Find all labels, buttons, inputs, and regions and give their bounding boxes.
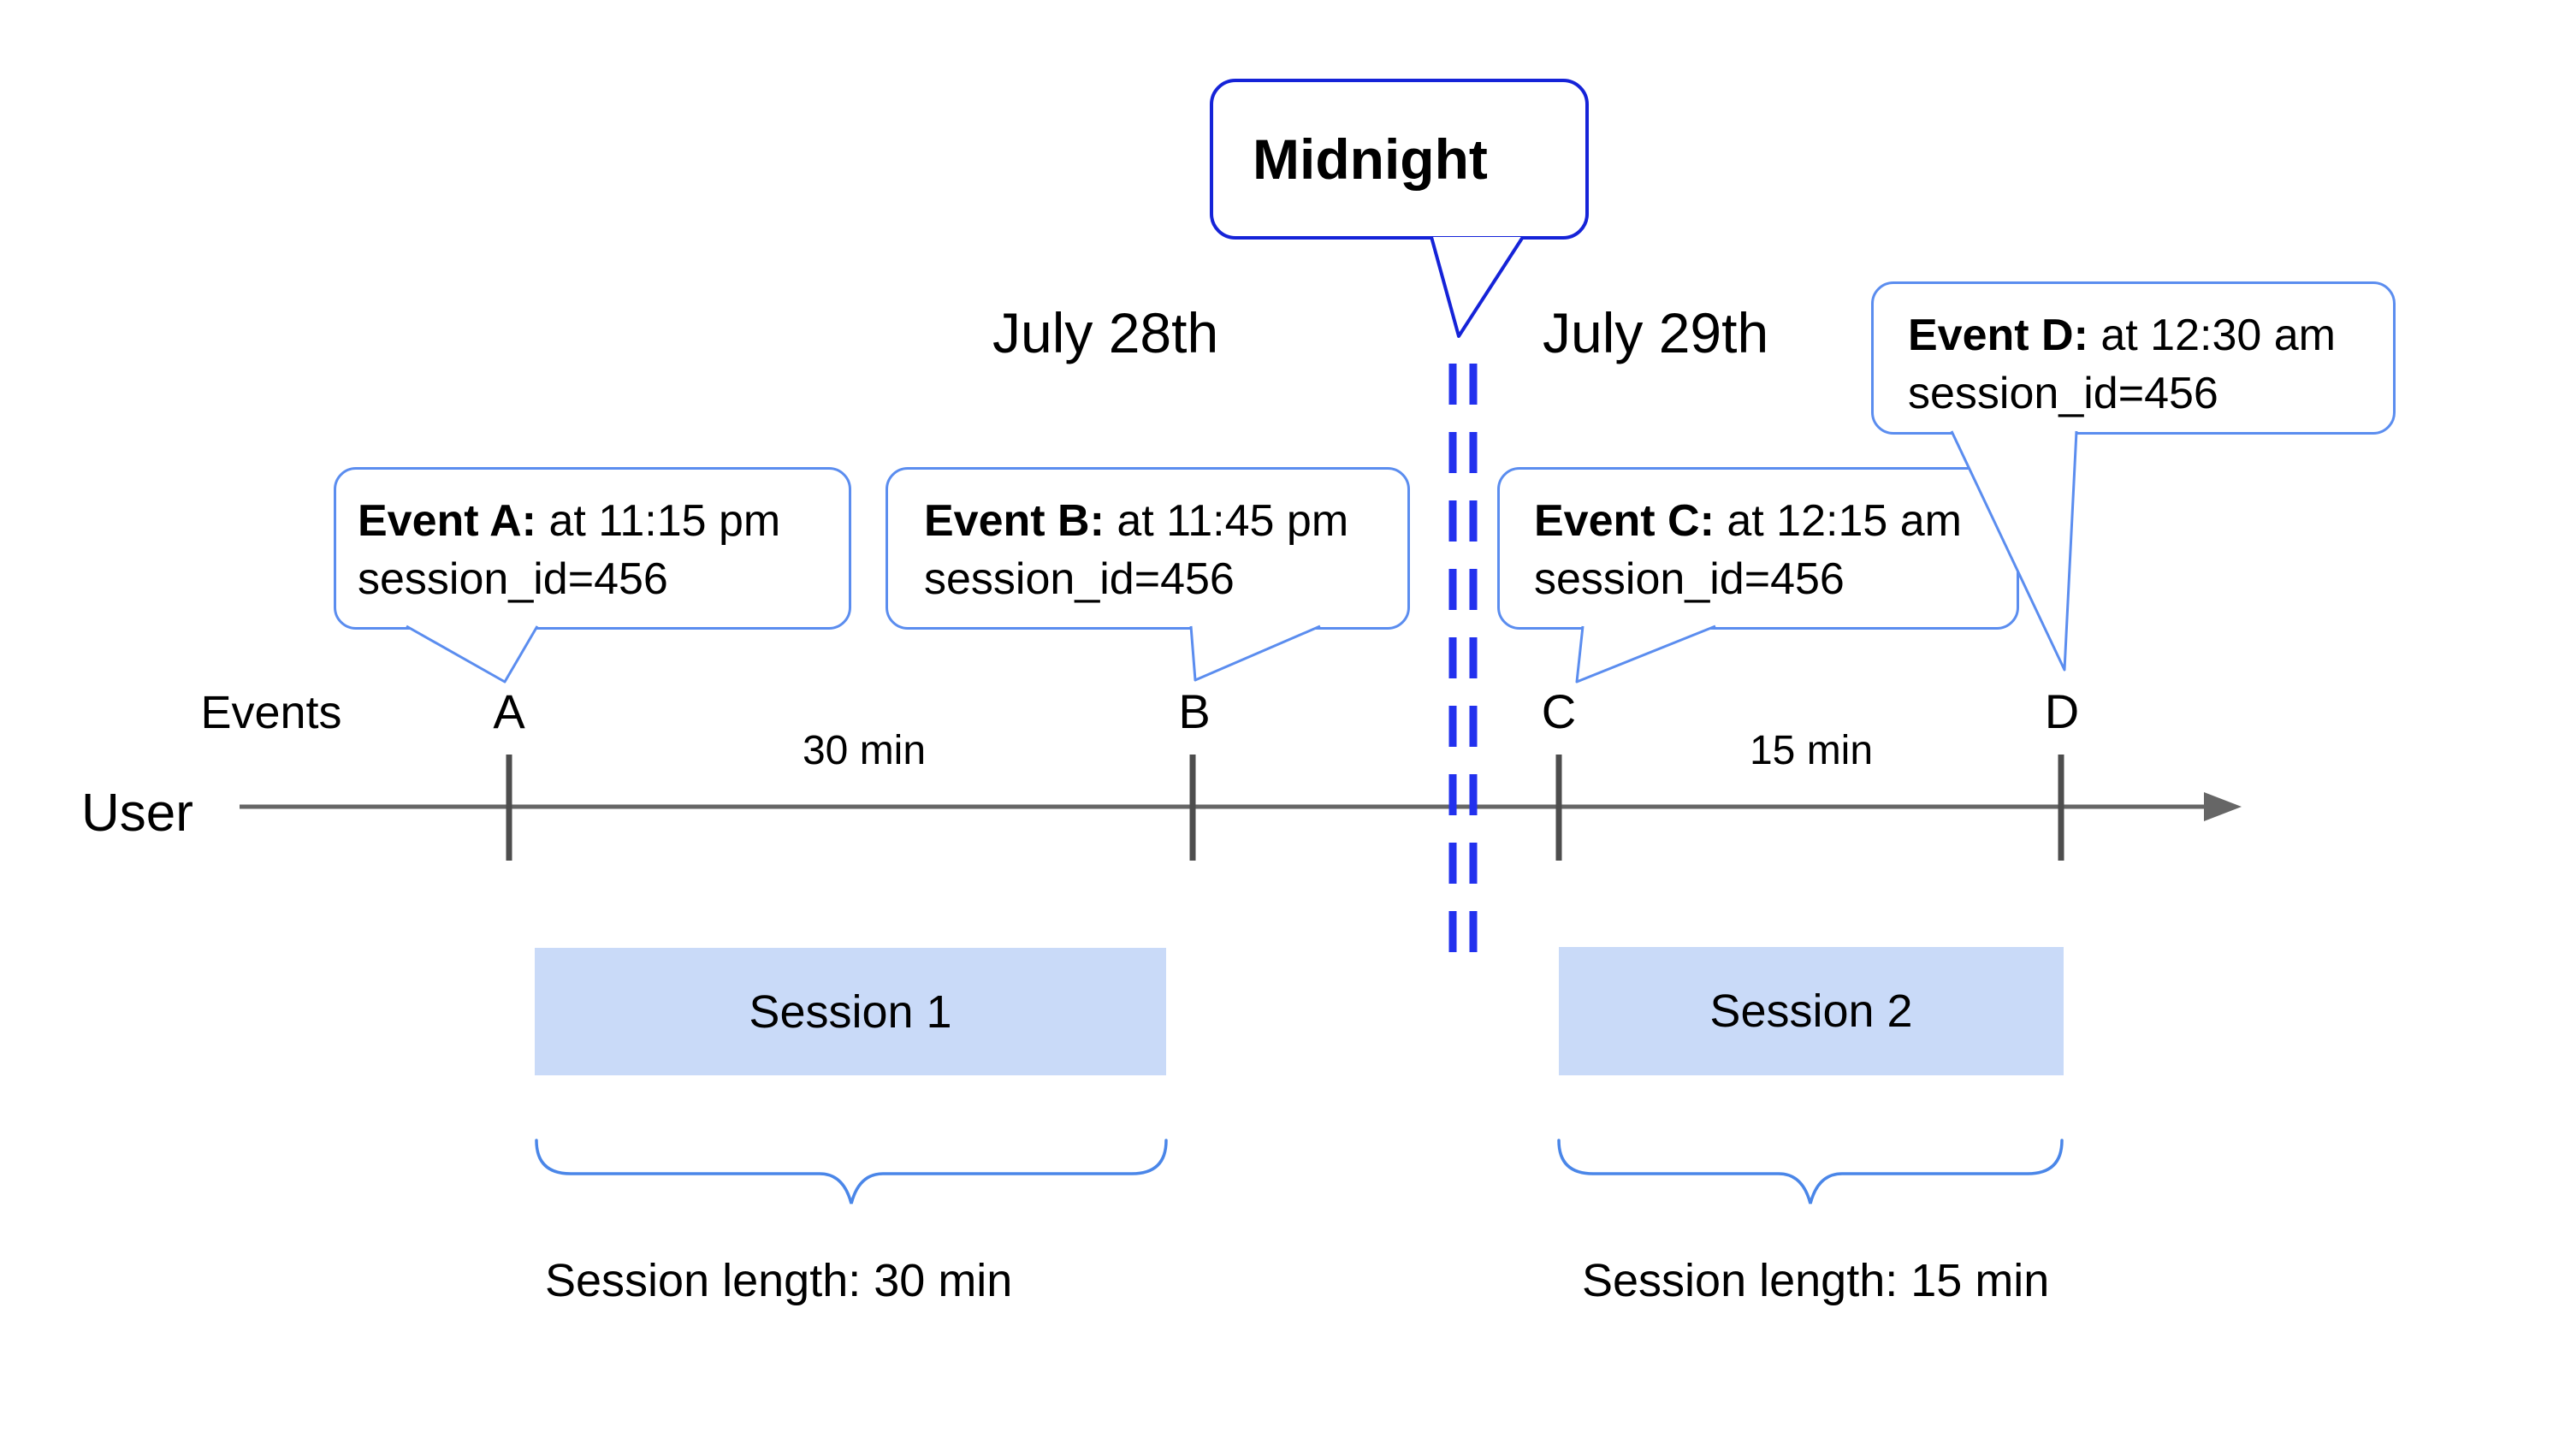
session-2-box: Session 2	[1559, 947, 2064, 1075]
tick-letter-d: D	[2044, 684, 2080, 738]
event-b-callout-tail	[1189, 624, 1321, 682]
session-2-label: Session 2	[1709, 985, 1913, 1037]
event-d-callout-line1: Event D: at 12:30 am	[1908, 306, 2393, 364]
user-row-label: User	[81, 784, 193, 843]
event-b-title: Event B:	[924, 496, 1105, 546]
session-1-box: Session 1	[535, 948, 1166, 1075]
midnight-label: Midnight	[1253, 127, 1488, 191]
event-d-callout: Event D: at 12:30 am session_id=456	[1871, 281, 2396, 435]
event-b-callout-line1: Event B: at 11:45 pm	[924, 492, 1407, 550]
event-a-callout: Event A: at 11:15 pm session_id=456	[334, 467, 851, 630]
event-b-time: at 11:45 pm	[1104, 496, 1349, 546]
session-2-brace-icon	[1557, 1139, 2064, 1204]
session-1-brace-icon	[535, 1139, 1168, 1204]
date-label-july-29: July 29th	[1543, 301, 1769, 364]
event-a-detail: session_id=456	[358, 554, 668, 604]
event-a-time: at 11:15 pm	[536, 496, 781, 546]
timeline-arrowhead-icon	[2204, 792, 2242, 821]
session-1-label: Session 1	[749, 985, 952, 1038]
event-d-time: at 12:30 am	[2088, 311, 2336, 360]
midnight-callout-tail	[1430, 235, 1525, 338]
event-a-callout-tail	[406, 624, 539, 684]
tick-letter-c: C	[1541, 684, 1577, 738]
gap-label-15min: 15 min	[1749, 728, 1874, 773]
event-c-callout: Event C: at 12:15 am session_id=456	[1497, 467, 2019, 630]
date-label-july-28: July 28th	[992, 301, 1219, 364]
event-a-title: Event A:	[358, 496, 536, 546]
events-row-label: Events	[200, 687, 342, 738]
event-c-title: Event C:	[1534, 496, 1715, 546]
event-d-detail: session_id=456	[1908, 369, 2218, 418]
tick-letter-a: A	[493, 684, 525, 738]
event-a-callout-line1: Event A: at 11:15 pm	[358, 492, 849, 550]
event-d-title: Event D:	[1908, 311, 2088, 360]
midnight-callout: Midnight	[1210, 79, 1589, 240]
event-c-detail: session_id=456	[1534, 554, 1845, 604]
tick-letter-b: B	[1178, 684, 1211, 738]
event-b-callout: Event B: at 11:45 pm session_id=456	[886, 467, 1410, 630]
event-c-callout-line1: Event C: at 12:15 am	[1534, 492, 2017, 550]
event-c-callout-tail	[1575, 624, 1716, 684]
event-b-detail: session_id=456	[924, 554, 1235, 604]
event-c-time: at 12:15 am	[1714, 496, 1962, 546]
session-2-length-label: Session length: 15 min	[1582, 1255, 2050, 1306]
session-1-length-label: Session length: 30 min	[545, 1255, 1013, 1306]
gap-label-30min: 30 min	[802, 728, 927, 773]
